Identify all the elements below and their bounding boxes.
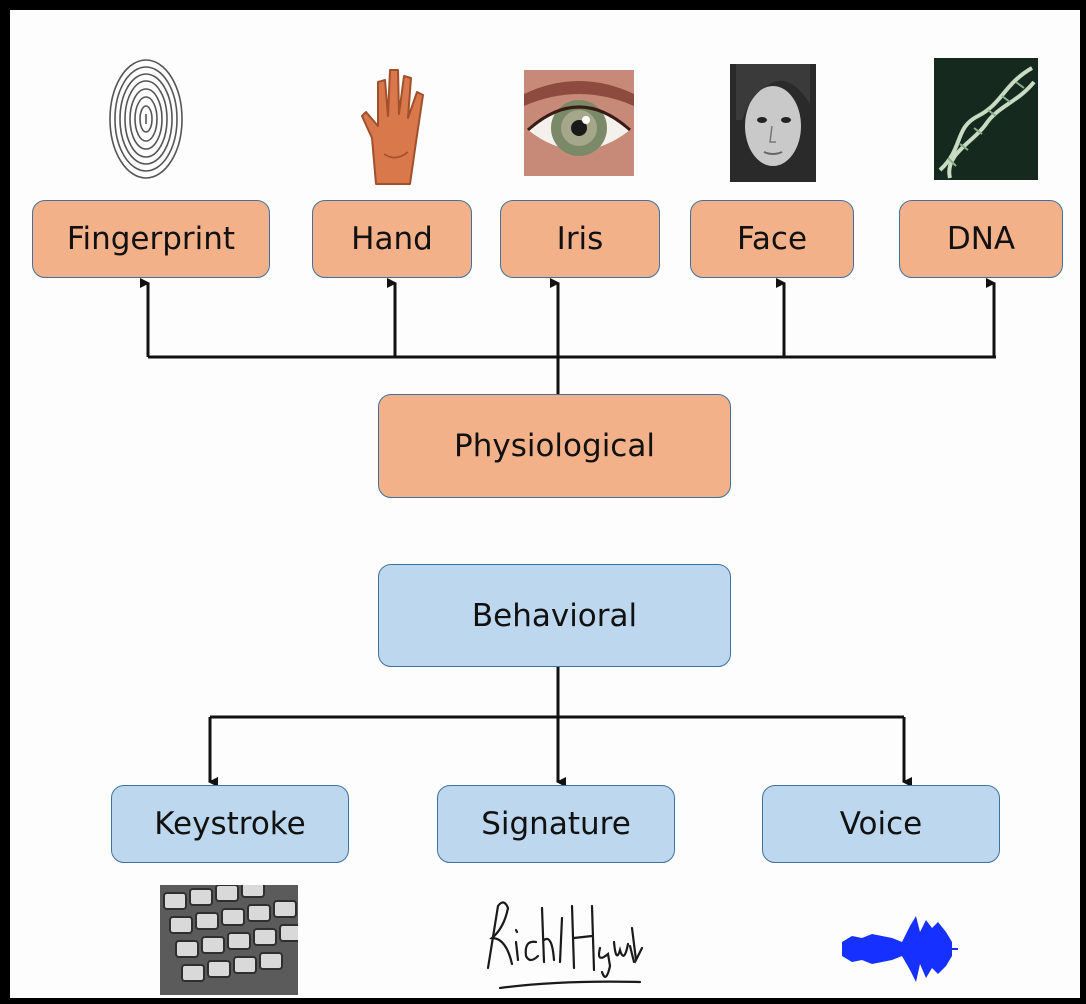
node-label: Hand xyxy=(351,221,433,257)
node-keystroke: Keystroke xyxy=(111,785,349,863)
node-label: DNA xyxy=(946,221,1016,257)
node-voice: Voice xyxy=(762,785,1000,863)
node-label: Face xyxy=(736,221,808,257)
node-label: Signature xyxy=(481,806,631,842)
waveform-icon xyxy=(842,916,958,982)
node-label: Keystroke xyxy=(154,806,306,842)
node-iris: Iris xyxy=(500,200,660,278)
signature-icon xyxy=(486,901,644,990)
face-icon xyxy=(730,64,816,182)
node-signature: Signature xyxy=(437,785,675,863)
node-label: Voice xyxy=(839,806,923,842)
node-face: Face xyxy=(690,200,854,278)
fingerprint-icon xyxy=(109,59,183,179)
eye-icon xyxy=(524,70,634,176)
node-label: Physiological xyxy=(454,428,655,464)
diagram-canvas: Fingerprint Hand Iris Face DNA Physiolog… xyxy=(10,10,1080,998)
node-dna: DNA xyxy=(899,200,1063,278)
node-fingerprint: Fingerprint xyxy=(32,200,270,278)
node-label: Iris xyxy=(556,221,604,257)
node-hand: Hand xyxy=(312,200,472,278)
node-label: Behavioral xyxy=(471,597,638,634)
node-physiological: Physiological xyxy=(378,394,731,498)
keyboard-icon xyxy=(160,885,298,995)
connector-lines xyxy=(140,278,996,787)
dna-icon xyxy=(934,58,1038,180)
hand-icon xyxy=(361,69,424,185)
node-behavioral: Behavioral xyxy=(378,564,731,667)
node-label: Fingerprint xyxy=(66,221,236,257)
